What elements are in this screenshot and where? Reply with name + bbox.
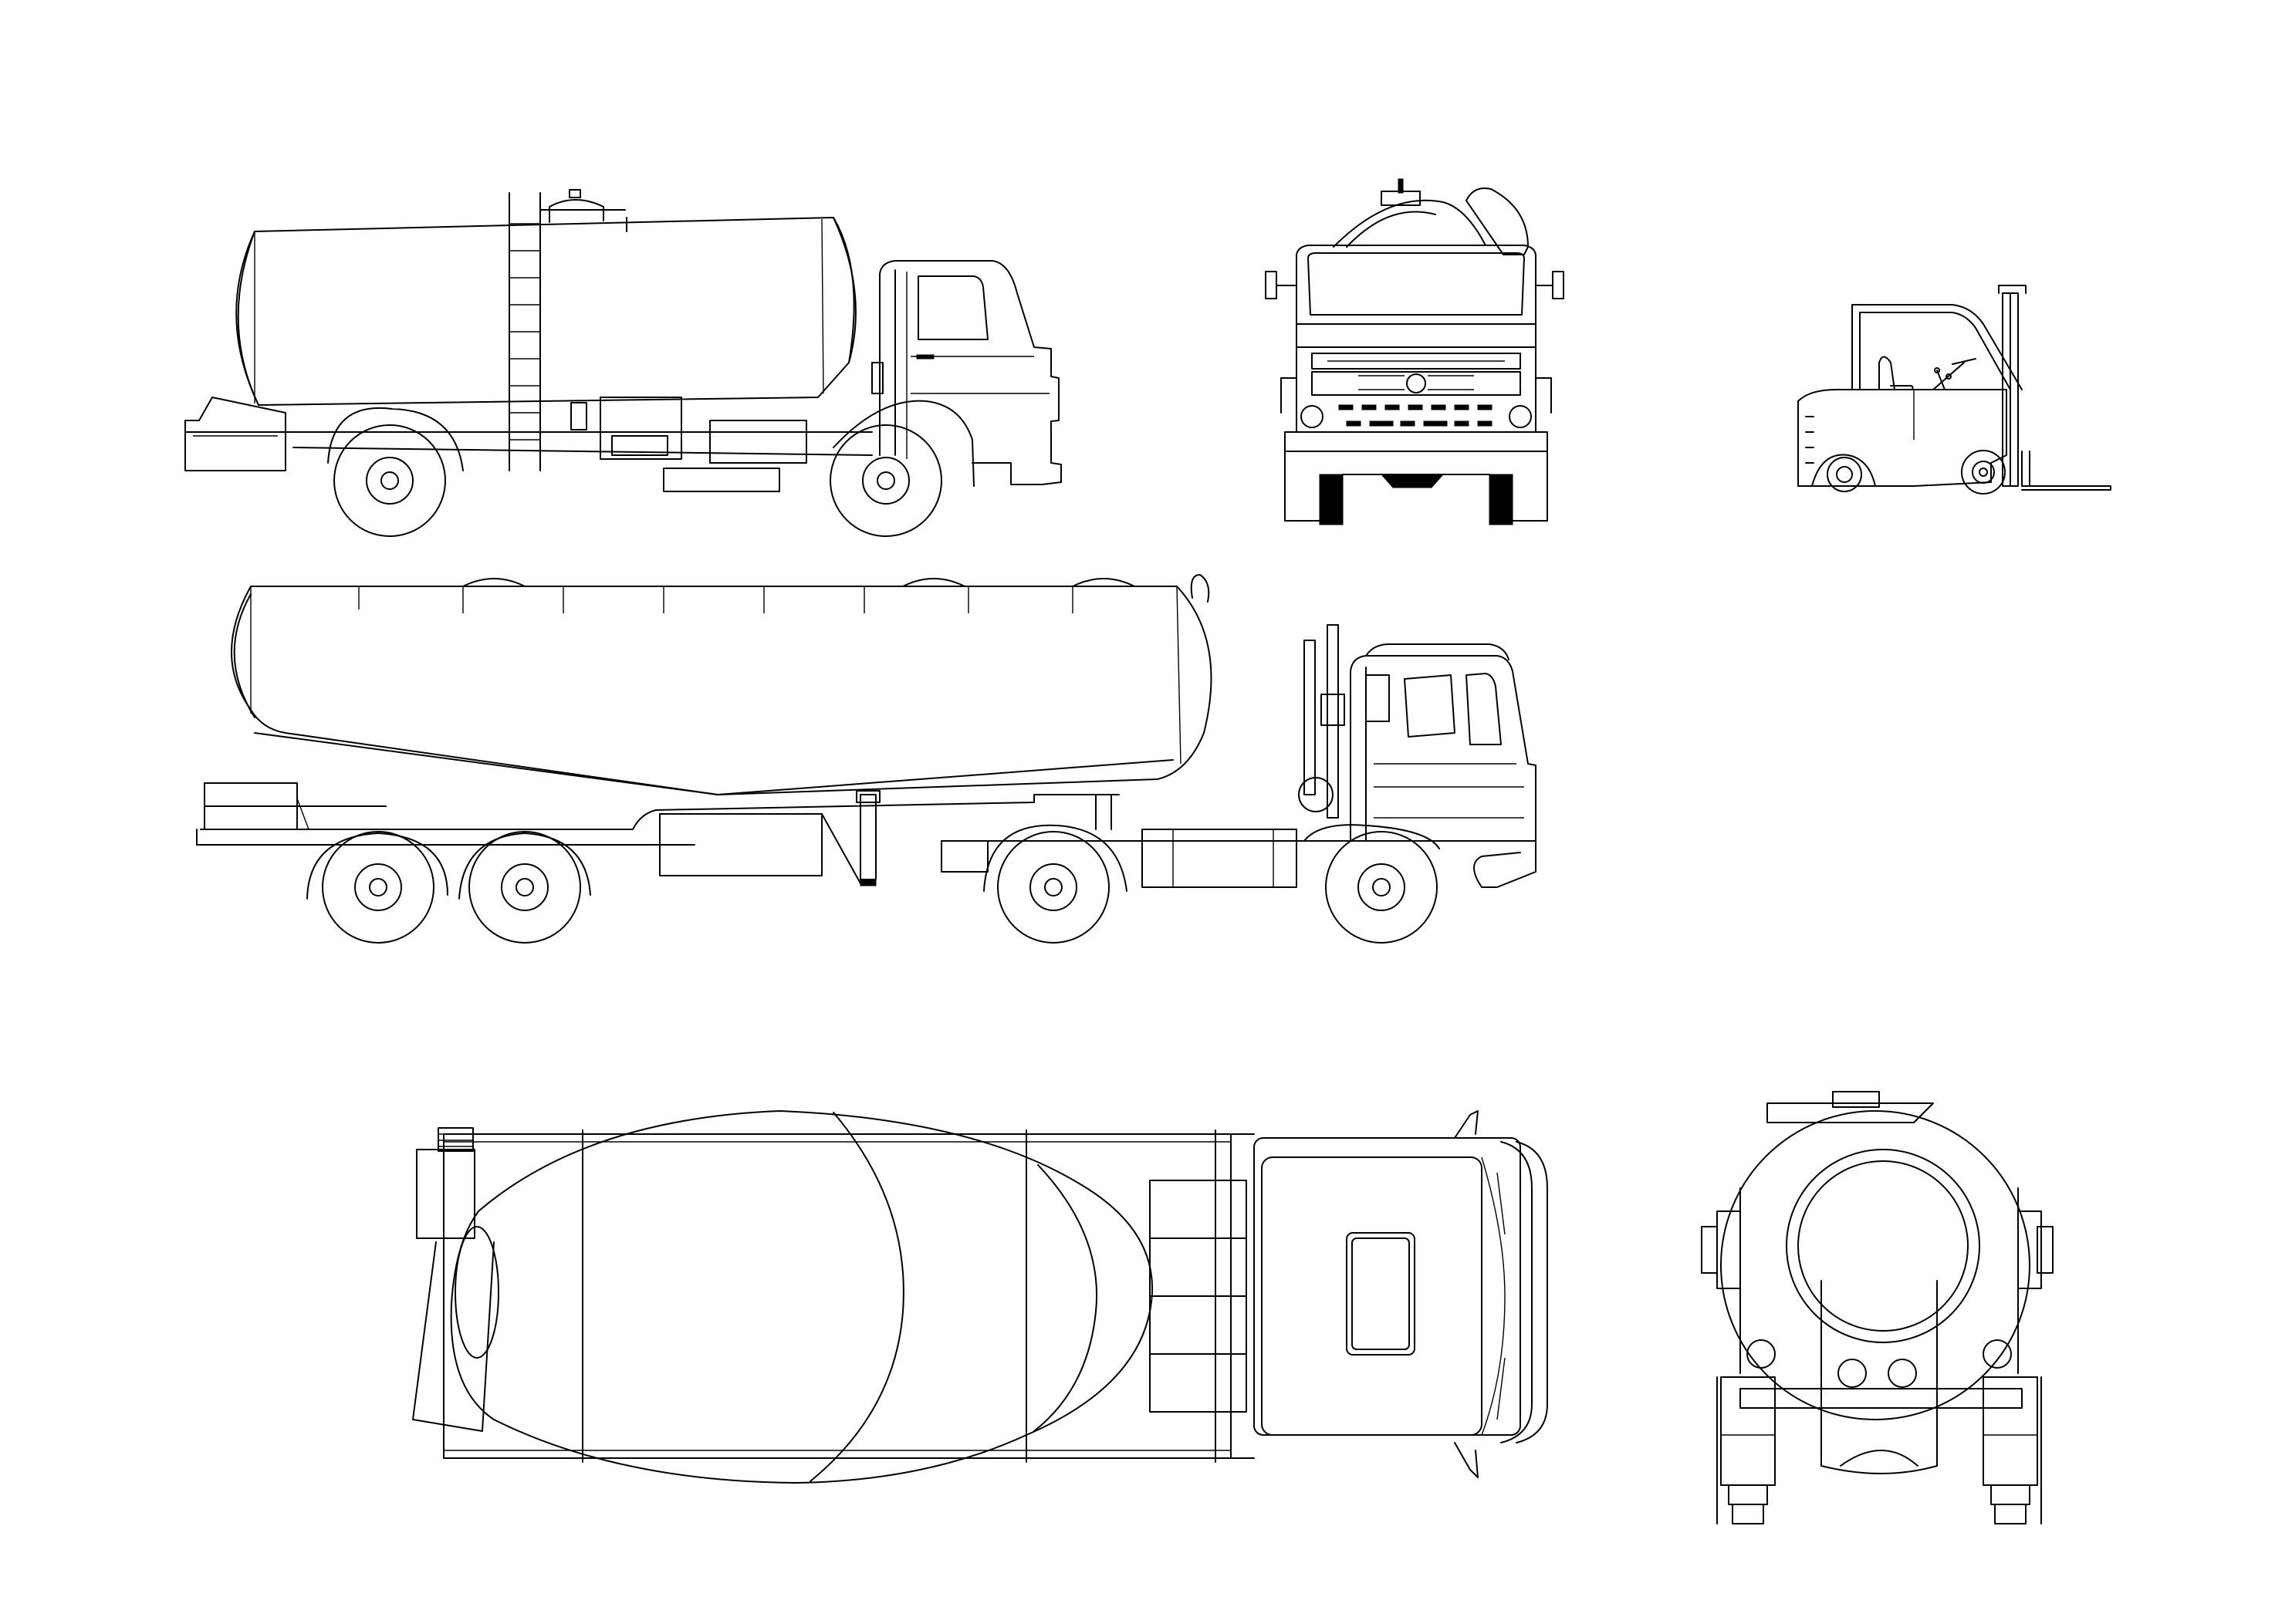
tractor-exhaust [1298, 624, 1345, 819]
rear-left-wheels [1720, 1376, 1776, 1486]
mixer-chassis [443, 1133, 1232, 1459]
forklift-body [1797, 389, 2007, 487]
tractor-cab-window [1404, 674, 1455, 738]
tank-ribs [358, 586, 1073, 613]
overhead-guard [1851, 304, 2023, 390]
hopper-line [254, 732, 718, 795]
mirror [871, 362, 884, 394]
forks [2021, 451, 2111, 491]
concrete-mixer-truck-top-view [412, 1110, 1548, 1484]
front-emblem [1406, 373, 1426, 393]
forklift-rear-wheel [1827, 457, 1862, 492]
steering-column [1932, 362, 1965, 390]
trailer-frame [200, 794, 1120, 830]
trailer-wheel-1 [322, 831, 434, 944]
cab-window [918, 275, 989, 340]
right-front-tire [1489, 474, 1513, 525]
top-hatch [549, 199, 604, 223]
concrete-mixer-truck-rear-view [1701, 1091, 2054, 1524]
drum-rear-opening [1786, 1149, 1980, 1343]
tank-rear-cap [235, 231, 259, 406]
rear-bumper-bar [1739, 1388, 2023, 1409]
right-side-light [2037, 1226, 2054, 1274]
left-mirror-top [1454, 1110, 1479, 1139]
tractor-steer-wheel [1325, 831, 1438, 944]
tank-body [237, 217, 855, 406]
rear-bumper [184, 397, 286, 471]
front-fender [833, 400, 975, 487]
trailer-storage-box [659, 813, 823, 876]
left-headlight [1300, 405, 1323, 428]
drum-opening [455, 1226, 499, 1359]
trailer-tank-body [231, 586, 1212, 795]
right-mirror-top [1454, 1442, 1479, 1478]
equipment-box [600, 397, 682, 460]
bulk-cement-tanker-trailer-side-view [196, 574, 1536, 944]
forklift-side-view [1797, 285, 2111, 495]
tractor-drive-wheel [997, 831, 1110, 944]
windshield [1307, 252, 1525, 316]
rear-wheel [333, 424, 446, 537]
grille-panel [1296, 346, 1536, 433]
front-cab-outline [1296, 245, 1536, 348]
feed-hopper [1766, 1102, 1934, 1123]
landing-gear [856, 790, 881, 886]
left-front-tire [1319, 474, 1344, 525]
drum-rear-large [1720, 1110, 2030, 1420]
trailer-top-hatches [462, 578, 1135, 587]
grille-vents [1338, 404, 1493, 427]
roof-hatch [1346, 1232, 1415, 1356]
right-headlight [1509, 405, 1532, 428]
seat [1878, 356, 1895, 390]
tractor-cab [1350, 643, 1536, 888]
tractor-fuel-tank [1141, 829, 1297, 888]
mixer-cab-top [1253, 1137, 1548, 1443]
rear-chute-box [416, 1149, 475, 1239]
tanker-truck-front-view [1265, 178, 1564, 525]
tank-front-cap [833, 217, 857, 363]
left-side-light [1701, 1226, 1718, 1274]
side-step [663, 468, 780, 492]
trailer-wheel-2 [468, 831, 581, 944]
fuel-tank [709, 420, 807, 464]
mixer-drum [450, 1110, 1154, 1484]
forklift-front-wheel [1961, 450, 2006, 495]
rear-fender [327, 407, 464, 471]
tank-ladder [509, 192, 541, 471]
discharge-chute [412, 1241, 495, 1432]
truck-cab [871, 260, 1062, 485]
rear-right-wheels [1983, 1376, 2038, 1486]
right-mirror [1552, 271, 1564, 299]
front-wheel [830, 424, 942, 537]
left-mirror [1265, 271, 1277, 299]
front-bumper [1284, 431, 1548, 452]
tanker-truck-side-view [184, 189, 1062, 537]
